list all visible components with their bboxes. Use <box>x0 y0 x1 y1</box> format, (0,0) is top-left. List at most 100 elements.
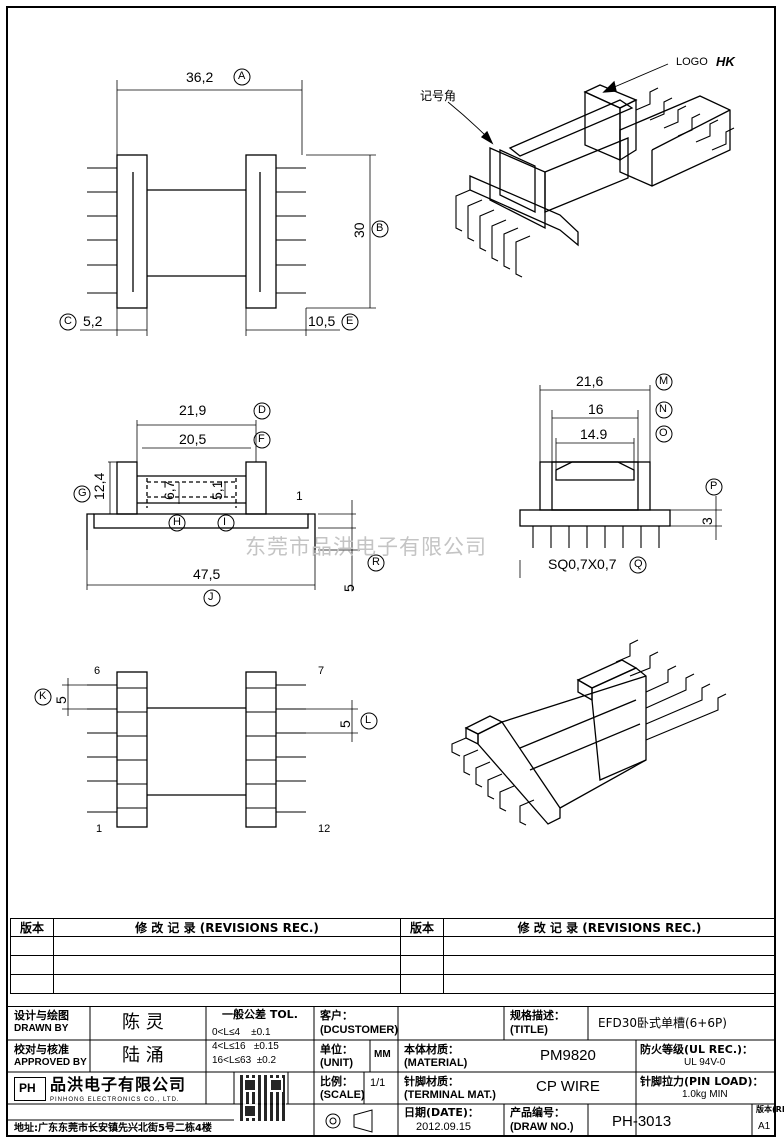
customer-label-en: (DCUSTOMER) <box>320 1024 399 1036</box>
company-name: 品洪电子有限公司 <box>50 1075 187 1094</box>
drawn-by-name: 陈 灵 <box>122 1012 164 1033</box>
callout-j: J <box>208 591 214 603</box>
logo-label: LOGO <box>676 56 708 68</box>
callout-b: B <box>376 222 384 234</box>
draw-no-label: 产品编号： <box>510 1106 565 1119</box>
callout-k: K <box>39 690 47 702</box>
dim-e-value: 10,5 <box>308 313 336 329</box>
callout-p: P <box>710 480 718 492</box>
tolerance-row-1: 0<L≤4 ±0.1 <box>212 1027 271 1038</box>
dim-p-value: 3 <box>699 517 715 525</box>
callout-n: N <box>659 403 667 415</box>
tolerance-row-3: 16<L≤63 ±0.2 <box>212 1055 277 1066</box>
draw-no-label-en: (DRAW NO.) <box>510 1121 574 1133</box>
callout-h: H <box>173 516 181 528</box>
fire-rating-label: 防火等级(UL REC.)： <box>640 1043 754 1056</box>
title-label-en: (TITLE) <box>510 1024 548 1036</box>
title-block-grid <box>6 1006 776 1137</box>
top-view-right-flange <box>245 154 277 309</box>
terminal-value: CP WIRE <box>536 1078 600 1095</box>
dim-m-value: 21,6 <box>576 373 604 389</box>
callout-m: M <box>659 375 669 387</box>
bottom-view <box>62 671 358 828</box>
pin-label-1: 1 <box>96 823 103 835</box>
scale-label: 比例： <box>320 1075 353 1088</box>
callout-circles <box>34 68 723 730</box>
dim-l-value: 5 <box>337 720 353 728</box>
unit-value: MM <box>374 1049 391 1060</box>
logo-mark: HK <box>716 54 735 69</box>
dim-f-value: 20,5 <box>179 431 207 447</box>
callout-c: C <box>64 315 72 327</box>
dim-b-value: 30 <box>351 222 367 238</box>
approved-by-name: 陆 涌 <box>122 1045 164 1066</box>
watermark: 东莞市品洪电子有限公司 <box>245 535 487 559</box>
date-label: 日期(DATE)： <box>404 1106 479 1119</box>
tolerance-row-2: 4<L≤16 ±0.15 <box>212 1041 279 1052</box>
material-label-en: (MATERIAL) <box>404 1057 468 1069</box>
pin-label-6: 6 <box>94 665 101 677</box>
dim-c-value: 5,2 <box>83 313 103 329</box>
front-view <box>86 420 360 590</box>
callout-l: L <box>365 714 372 726</box>
dim-j-value: 47,5 <box>193 566 221 582</box>
unit-label: 单位： <box>320 1043 353 1056</box>
callout-e: E <box>346 315 354 327</box>
callout-g: G <box>78 487 87 499</box>
rev-label: 版本(REV)： <box>756 1105 784 1114</box>
rev-col-record-2: 修 改 记 录 (REVISIONS REC.) <box>443 918 776 937</box>
dim-o-value: 14.9 <box>580 426 608 442</box>
tolerance-title: 一般公差 TOL. <box>222 1008 298 1021</box>
title-value: EFD30卧式单槽(6+6P) <box>598 1016 727 1030</box>
dim-i-value: 5,1 <box>209 480 225 500</box>
dim-one-value: 1 <box>296 489 303 503</box>
top-view-pins <box>87 167 306 294</box>
top-view <box>80 80 376 336</box>
mark-corner-label: 记号角 <box>420 89 457 103</box>
terminal-label: 针脚材质： <box>404 1075 459 1088</box>
pin-label-12: 12 <box>318 823 331 835</box>
side-view <box>519 385 722 578</box>
title-label: 规格描述： <box>510 1009 565 1022</box>
callout-f: F <box>258 433 265 445</box>
customer-label: 客户： <box>320 1009 353 1022</box>
dim-d-value: 21,9 <box>179 402 207 418</box>
dim-h-value: 6,7 <box>161 480 177 500</box>
callout-i: I <box>223 516 227 528</box>
scale-value: 1/1 <box>370 1077 386 1089</box>
revisions-table: 版本 修 改 记 录 (REVISIONS REC.) 版本 修 改 记 录 (… <box>10 918 776 994</box>
drawn-by-label: 设计与绘图 <box>14 1009 69 1022</box>
rev-col-record: 修 改 记 录 (REVISIONS REC.) <box>53 918 401 937</box>
side-view-pins <box>532 526 660 548</box>
company-name-en: PINHONG ELECTRONICS CO., LTD. <box>50 1097 180 1103</box>
pin-load-label: 针脚拉力(PIN LOAD)： <box>640 1075 764 1088</box>
dim-g-value: 12,4 <box>91 472 107 500</box>
material-value: PM9820 <box>540 1047 596 1064</box>
terminal-label-en: (TERMINAL MAT.) <box>404 1089 496 1101</box>
approved-by-label-en: APPROVED BY <box>14 1057 87 1068</box>
company-logo-text: PH <box>19 1081 36 1095</box>
callout-q: Q <box>634 558 643 570</box>
rev-col-version: 版本 <box>10 918 54 937</box>
date-value: 2012.09.15 <box>416 1121 472 1133</box>
dim-q-value: SQ0,7X0,7 <box>548 556 617 572</box>
rev-value: A1 <box>758 1121 771 1132</box>
callout-d: D <box>258 404 266 416</box>
company-logo: PH <box>14 1077 46 1101</box>
fire-rating-value: UL 94V-0 <box>684 1057 726 1068</box>
pin-label-7: 7 <box>318 665 325 677</box>
rev-col-version-2: 版本 <box>400 918 444 937</box>
bottom-view-pins <box>87 684 306 813</box>
top-view-left-flange <box>116 154 148 309</box>
drawing-frame <box>6 6 776 1137</box>
dim-k-value: 5 <box>53 696 69 704</box>
unit-label-en: (UNIT) <box>320 1057 353 1069</box>
iso-top-pins <box>455 87 735 278</box>
drawn-by-label-en: DRAWN BY <box>14 1023 69 1034</box>
approved-by-label: 校对与核准 <box>14 1043 69 1056</box>
scale-label-en: (SCALE) <box>320 1089 365 1101</box>
material-label: 本体材质： <box>404 1043 459 1056</box>
title-block-top-line <box>6 1006 776 1007</box>
